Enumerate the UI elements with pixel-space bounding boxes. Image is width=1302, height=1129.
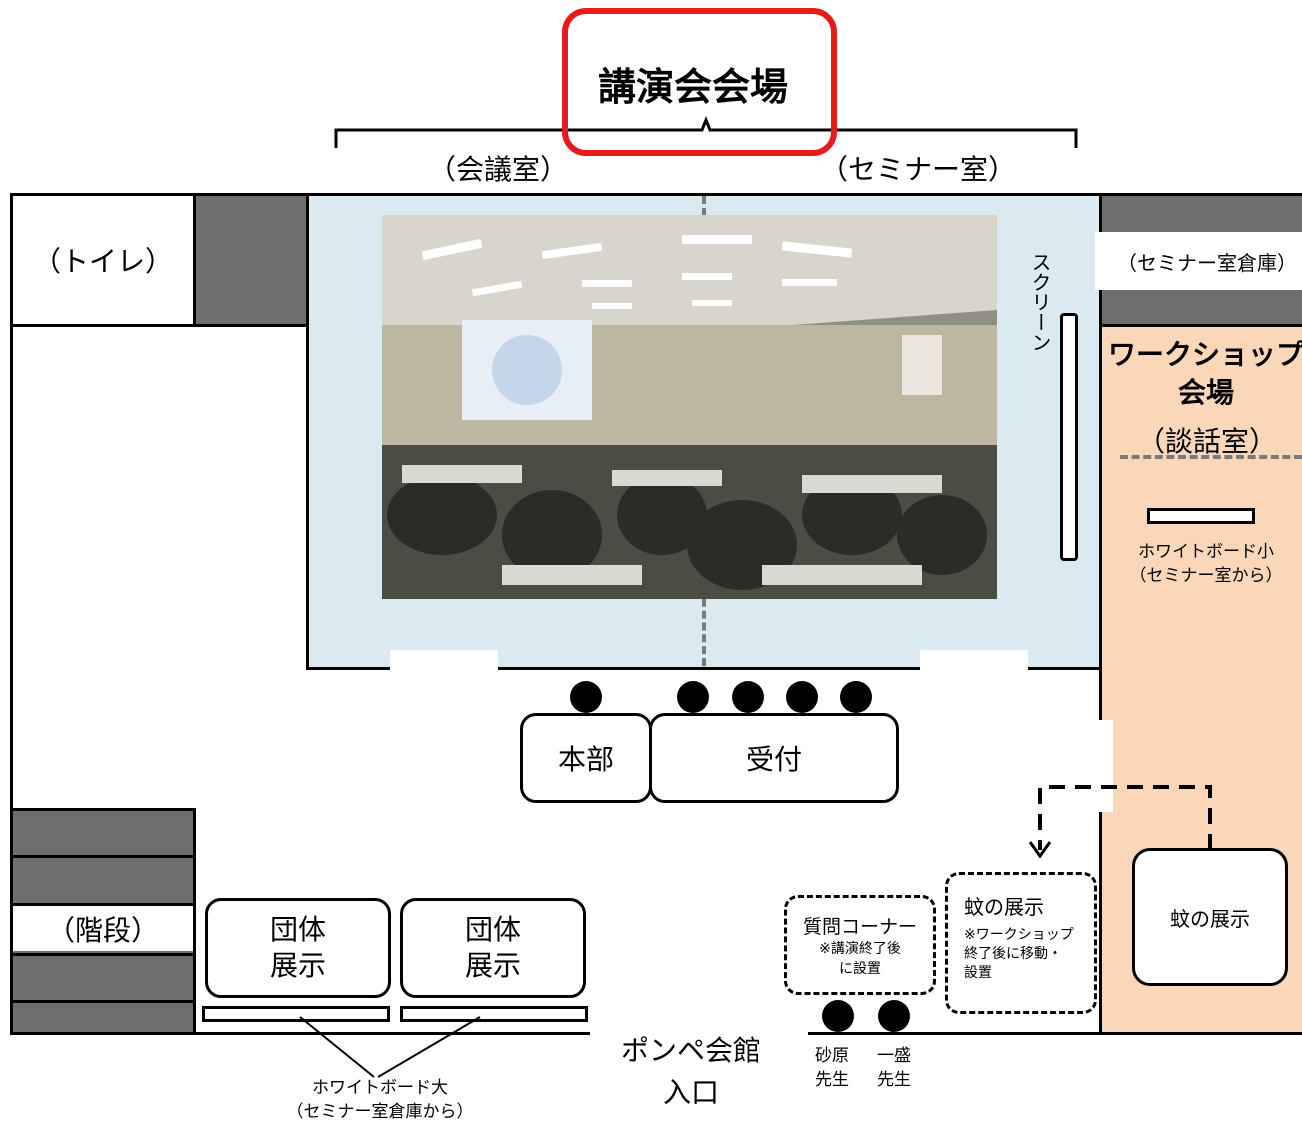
stair-step-4 (10, 1000, 196, 1003)
group-exhibit-1-label: 団体 展示 (269, 913, 326, 982)
toilet-label: （トイレ） (32, 245, 173, 278)
seminar-storage-label-box: （セミナー室倉庫） (1112, 232, 1302, 290)
group-exhibit-2: 団体 展示 (400, 898, 586, 998)
stairs-label-box: （階段） (13, 906, 193, 951)
staff-seat-4 (840, 681, 872, 713)
hall-door-right (920, 650, 1028, 672)
lecture-photo (382, 215, 997, 599)
uketsuke-label: 受付 (745, 743, 802, 776)
uketsuke-desk: 受付 (649, 713, 899, 803)
screen (1060, 313, 1078, 561)
entrance-label: ポンペ会館 入口 (620, 1034, 761, 1109)
title-bracket (334, 115, 1078, 148)
page-title: 講演会会場 (598, 65, 789, 109)
staff-seat-honbu (570, 681, 602, 713)
group-exhibit-1: 団体 展示 (205, 898, 391, 998)
group-exhibit-2-label: 団体 展示 (464, 913, 521, 982)
mosquito-exhibit: 蚊の展示 ※ワークショップ 終了後に移動・ 設置 (945, 872, 1097, 1014)
stair-step-1 (10, 855, 196, 858)
whiteboard-small (1147, 508, 1255, 524)
question-corner-label: 質問コーナー (802, 915, 917, 938)
stairs-label: （階段） (46, 913, 159, 947)
question-corner: 質問コーナー ※講演終了後 に設置 (784, 895, 936, 995)
seminar-storage-label: （セミナー室倉庫） (1117, 250, 1297, 275)
workshop-title: ワークショップ 会場 (1108, 338, 1302, 409)
staff-seat-2 (732, 681, 764, 713)
workshop-sub: （談話室） (1136, 425, 1277, 458)
wall-block-top (193, 193, 309, 327)
move-arrow (1028, 785, 1212, 859)
teacher-seat-sunahara (822, 1000, 854, 1032)
label-conference-room: （会議室） (428, 153, 569, 186)
teacher-ichimori-label: 一盛 先生 (877, 1046, 911, 1090)
teacher-table (808, 1032, 938, 1035)
whiteboard-large-1 (202, 1006, 390, 1022)
screen-label: スクリーン (1028, 252, 1052, 352)
honbu-desk: 本部 (520, 713, 652, 803)
entrance-gap (590, 1030, 808, 1040)
whiteboard-large-label: ホワイトボード大 （セミナー室倉庫から） (286, 1078, 474, 1122)
whiteboard-large-2 (400, 1006, 588, 1022)
stair-step-3 (10, 953, 196, 956)
teacher-sunahara-label: 砂原 先生 (815, 1046, 849, 1090)
hall-door-left (390, 650, 498, 672)
question-corner-note: ※講演終了後 に設置 (819, 940, 901, 977)
workshop-dashed-line (1120, 455, 1302, 459)
whiteboard-large-pointer (299, 1016, 481, 1078)
mosquito-exhibit-note: ※ワークショップ 終了後に移動・ 設置 (964, 927, 1074, 981)
staff-seat-1 (677, 681, 709, 713)
staff-seat-3 (786, 681, 818, 713)
toilet-room: （トイレ） (10, 193, 196, 327)
whiteboard-small-label: ホワイトボード小 （セミナー室から） (1129, 542, 1283, 586)
mosquito-exhibit-right: 蚊の展示 (1132, 848, 1288, 986)
teacher-seat-ichimori (878, 1000, 910, 1032)
title-highlight-box (562, 8, 837, 156)
storage-door (1095, 232, 1113, 290)
stair-step-2 (10, 903, 196, 906)
label-seminar-room: （セミナー室） (820, 153, 1017, 186)
mosquito-exhibit-right-label: 蚊の展示 (1170, 906, 1250, 931)
honbu-label: 本部 (557, 743, 614, 776)
mosquito-exhibit-label: 蚊の展示 (964, 895, 1044, 919)
